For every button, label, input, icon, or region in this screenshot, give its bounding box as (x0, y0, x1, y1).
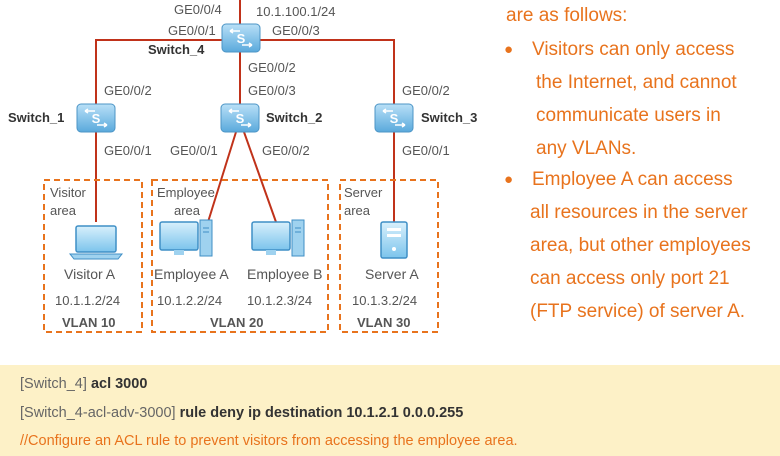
requirement-1-line-1: Visitors can only access (532, 39, 735, 60)
employee-a-ip: 10.1.2.2/24 (157, 293, 222, 308)
port-s1-up: GE0/0/2 (104, 83, 152, 98)
employee-area-box (151, 179, 329, 333)
svg-text:S: S (236, 111, 245, 126)
port-s4-ip: 10.1.100.1/24 (256, 4, 336, 19)
employee-b-name: Employee B (247, 266, 322, 282)
server-icon (380, 221, 408, 259)
command-prompt: [Switch_4-acl-adv-3000] (20, 405, 176, 421)
requirement-2-line-1: Employee A can access (532, 169, 733, 190)
port-s3-up: GE0/0/2 (402, 83, 450, 98)
switch-4-icon: S (221, 23, 261, 53)
command-prompt: [Switch_4] (20, 376, 87, 392)
svg-text:S: S (237, 31, 246, 46)
employee-b-ip: 10.1.2.3/24 (247, 293, 312, 308)
command-line-1: [Switch_4] acl 3000 (20, 376, 147, 392)
requirement-1-line-3: communicate users in (536, 105, 721, 126)
requirement-2-line-5: (FTP service) of server A. (530, 301, 746, 322)
svg-text:S: S (390, 111, 399, 126)
switch-3-label: Switch_3 (421, 110, 477, 125)
port-s4-right: GE0/0/3 (272, 23, 320, 38)
requirement-2-line-3: area, but other employees (530, 235, 751, 256)
switch-1-icon: S (76, 103, 116, 133)
link-s2-employee-b (243, 131, 277, 223)
link-s4-s3 (258, 39, 395, 104)
link-s4-s1 (95, 39, 225, 104)
link-s2-employee-a (207, 131, 237, 223)
visitor-a-ip: 10.1.1.2/24 (55, 293, 120, 308)
requirement-2-line-4: can access only port 21 (530, 268, 730, 289)
bullet-icon: ● (504, 41, 514, 58)
visitor-area-box (43, 179, 143, 333)
vlan-30-label: VLAN 30 (357, 315, 410, 330)
command-code: acl 3000 (90, 376, 148, 392)
switch-2-label: Switch_2 (266, 110, 322, 125)
command-line-2: [Switch_4-acl-adv-3000] rule deny ip des… (20, 405, 463, 421)
port-s4-up: GE0/0/4 (174, 2, 222, 17)
visitor-area-title-2: area (50, 203, 77, 218)
port-s4-left: GE0/0/1 (168, 23, 216, 38)
command-code: rule deny ip destination 10.1.2.1 0.0.0.… (179, 405, 464, 421)
switch-4-label: Switch_4 (148, 42, 205, 57)
port-s2-left: GE0/0/1 (170, 143, 218, 158)
network-diagram: S S S S Switch_4 Switch_1 Switch_2 Switc… (8, 0, 477, 333)
desktop-pc-icon (251, 219, 305, 257)
switch-1-label: Switch_1 (8, 110, 64, 125)
vlan-20-label: VLAN 20 (210, 315, 263, 330)
vlan-10-label: VLAN 10 (62, 315, 115, 330)
visitor-area-title-1: Visitor (50, 185, 87, 200)
requirement-1-line-4: any VLANs. (536, 138, 637, 159)
network-links (95, 0, 395, 223)
server-area-title-1: Server (344, 185, 383, 200)
employee-a-name: Employee A (154, 266, 229, 282)
command-panel: [Switch_4] acl 3000 [Switch_4-acl-adv-30… (0, 365, 780, 456)
port-s4-down: GE0/0/2 (248, 60, 296, 75)
employee-area-title-1: Employee (157, 185, 215, 200)
laptop-icon (68, 225, 124, 260)
port-s2-right: GE0/0/2 (262, 143, 310, 158)
server-a-ip: 10.1.3.2/24 (352, 293, 417, 308)
svg-text:S: S (92, 111, 101, 126)
employee-area-title-2: area (174, 203, 201, 218)
server-a-name: Server A (365, 266, 419, 282)
server-area-title-2: area (344, 203, 371, 218)
port-s3-down: GE0/0/1 (402, 143, 450, 158)
visitor-a-name: Visitor A (64, 266, 116, 282)
requirement-1-line-2: the Internet, and cannot (536, 72, 737, 93)
bullet-icon: ● (504, 171, 514, 188)
requirements-intro: are as follows: (506, 5, 628, 26)
switch-3-icon: S (374, 103, 414, 133)
port-s1-down: GE0/0/1 (104, 143, 152, 158)
switch-2-icon: S (220, 103, 260, 133)
requirement-2-line-2: all resources in the server (530, 202, 748, 223)
server-area-box (339, 179, 439, 333)
desktop-pc-icon (159, 219, 213, 257)
port-s2-up: GE0/0/3 (248, 83, 296, 98)
command-comment: //Configure an ACL rule to prevent visit… (20, 433, 518, 449)
